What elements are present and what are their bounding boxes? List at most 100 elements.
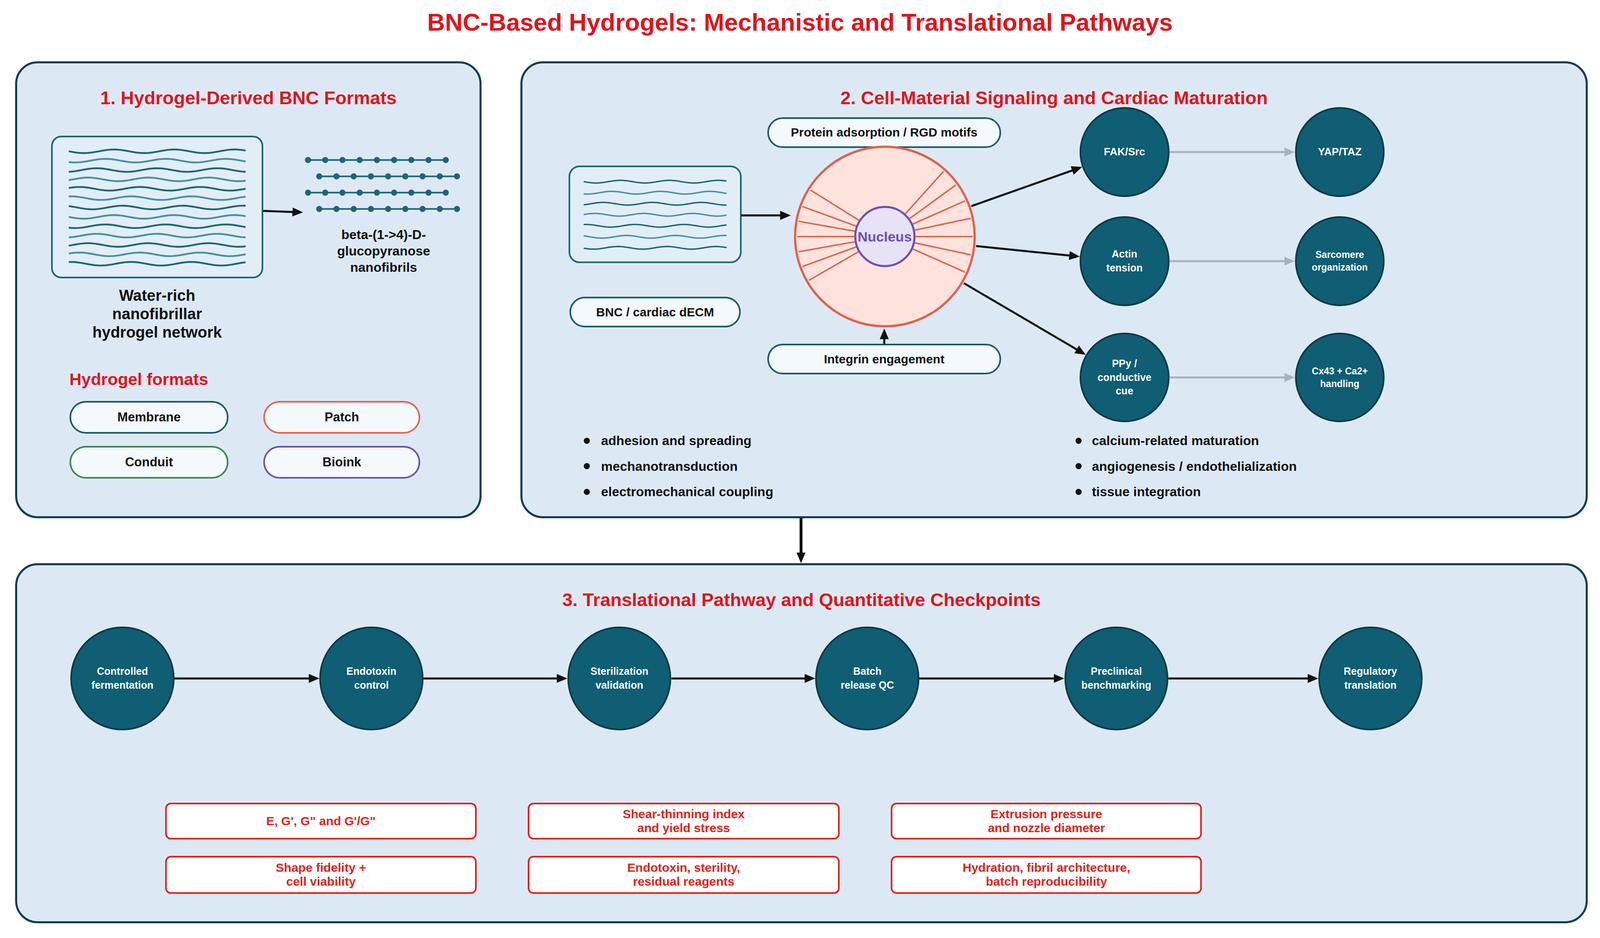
nanofibril-node: beta-(1->4)-D-glucopyranose nanofibrils: [302, 152, 464, 278]
panel-box: 2. Cell-Material Signaling and Cardiac M…: [520, 61, 1588, 519]
pill-text: Integrin engagement: [823, 352, 945, 367]
circle-text: YAP/TAZ: [1304, 144, 1375, 160]
glucose-unit: [425, 156, 432, 164]
glucose-unit: [356, 156, 364, 164]
checkpoint-text: E, G', G" and G'/G": [253, 814, 389, 829]
bullet-dot: [1075, 488, 1082, 496]
process-circle: Actin tension: [1079, 216, 1170, 307]
pill-text: Bioink: [322, 454, 362, 470]
actin-filament: [810, 190, 859, 221]
circle-text: Sterilization validation: [580, 664, 659, 693]
fiber-line: [68, 149, 246, 154]
glucose-unit: [374, 189, 381, 196]
node-caption: beta-(1->4)-D-glucopyranose nanofibrils: [330, 226, 437, 276]
process-circle: Sterilization validation: [567, 626, 672, 731]
fiber-line: [68, 224, 246, 229]
glucose-unit: [367, 206, 375, 213]
fiber-line: [68, 205, 246, 210]
circle-text: Sarcomere organization: [1308, 248, 1371, 274]
glucose-unit: [408, 156, 415, 164]
glucose-unit: [350, 173, 357, 180]
actin-filament: [912, 249, 966, 273]
circle-text: Endotoxin control: [332, 664, 411, 693]
checkpoint-text: Shear-thinning index and yield stress: [616, 807, 751, 836]
pill-box: Membrane: [69, 401, 229, 434]
circle-text: FAK/Src: [1089, 144, 1160, 160]
fiber-line: [68, 262, 246, 266]
actin-filament: [808, 252, 859, 281]
glucose-unit: [419, 206, 426, 213]
fiber-line: [68, 243, 246, 247]
circle-text: Actin tension: [1095, 247, 1154, 276]
pill-text: Protein adsorption / RGD motifs: [791, 125, 978, 140]
pill-text: BNC / cardiac dECM: [596, 305, 714, 320]
fiber-line: [68, 233, 246, 238]
fiber-line: [68, 159, 246, 163]
bullet-text: adhesion and spreading: [600, 432, 752, 449]
fiber-line: [68, 186, 246, 191]
nanofibril-chains: [302, 152, 464, 217]
actin-filament: [915, 235, 973, 238]
glucose-unit: [385, 206, 392, 213]
glucose-unit: [322, 156, 329, 164]
cell-text-wrap: Nucleus: [793, 144, 977, 329]
glucose-unit: [408, 189, 415, 196]
glucose-unit: [304, 189, 312, 196]
pill-text: Patch: [324, 410, 359, 425]
glucose-unit: [356, 189, 364, 196]
checkpoint-box: Endotoxin, sterility, residual reagents: [527, 856, 841, 894]
checkpoint-box: Hydration, fibril architecture, batch re…: [890, 856, 1202, 894]
checkpoint-box: E, G', G" and G'/G": [165, 802, 477, 840]
glucose-unit: [367, 173, 375, 180]
panel-heading: 1. Hydrogel-Derived BNC Formats: [17, 87, 480, 109]
glucose-unit: [436, 173, 444, 180]
checkpoint-box: Shear-thinning index and yield stress: [527, 802, 841, 840]
glucose-unit: [339, 189, 346, 196]
glucose-unit: [454, 206, 461, 213]
actin-filament: [909, 185, 956, 219]
circle-text: Regulatory translation: [1331, 664, 1410, 693]
glucose-unit: [442, 156, 449, 164]
panel-heading: 3. Translational Pathway and Quantitativ…: [17, 589, 1586, 611]
pill-text: Conduit: [125, 454, 173, 470]
bullet-dot: [583, 463, 590, 470]
checkpoint-box: Extrusion pressure and nozzle diameter: [890, 802, 1202, 840]
glucose-unit: [322, 189, 329, 196]
cell-membrane: [795, 146, 975, 327]
connector-arrow: [799, 518, 803, 560]
circle-text: Controlled fermentation: [83, 664, 162, 693]
fiber-line: [68, 252, 246, 257]
actin-filament: [802, 206, 856, 227]
process-circle: PPy / conductive cue: [1079, 332, 1170, 423]
glucose-unit: [419, 173, 426, 180]
process-circle: Preclinical benchmarking: [1064, 626, 1169, 731]
glucose-unit: [391, 189, 398, 196]
cell-circle: Nucleus: [793, 144, 977, 329]
glucose-unit: [333, 173, 340, 180]
bullet-dot: [583, 488, 590, 496]
bullet-dot: [583, 437, 590, 444]
circle-text: Preclinical benchmarking: [1077, 664, 1156, 693]
fiber-line: [68, 168, 246, 173]
nucleus-shape: [855, 207, 915, 267]
panel-heading: 2. Cell-Material Signaling and Cardiac M…: [522, 87, 1586, 109]
pill-box: Patch: [263, 401, 421, 434]
checkpoint-text: Endotoxin, sterility, residual reagents: [620, 860, 747, 889]
process-circle: YAP/TAZ: [1295, 107, 1385, 198]
hydrogel-box: Water-rich nanofibrillar hydrogel networ…: [51, 135, 264, 279]
glucose-unit: [425, 189, 432, 196]
pill-box: Conduit: [69, 445, 229, 479]
panel-box: 3. Translational Pathway and Quantitativ…: [15, 563, 1588, 924]
glucose-unit: [454, 173, 461, 180]
glucose-unit: [402, 206, 409, 213]
process-circle: Batch release QC: [815, 626, 920, 731]
glucose-unit: [304, 156, 312, 164]
glucose-unit: [385, 173, 392, 180]
pill-box: Integrin engagement: [767, 343, 1002, 375]
glucose-unit: [316, 173, 323, 180]
bullet-text: electromechanical coupling: [600, 484, 774, 500]
bullet-dot: [1075, 437, 1082, 444]
diagram-title: BNC-Based Hydrogels: Mechanistic and Tra…: [0, 8, 1600, 37]
glucose-unit: [374, 156, 381, 164]
